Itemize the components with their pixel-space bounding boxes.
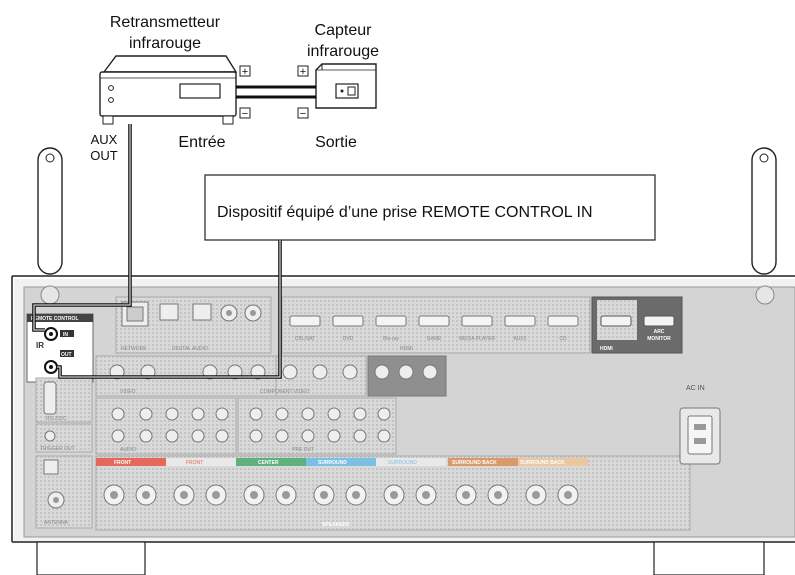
svg-text:REMOTE CONTROL: REMOTE CONTROL — [31, 316, 79, 322]
svg-text:SURROUND: SURROUND — [318, 460, 347, 466]
retransmitter-title-line2: infrarouge — [129, 35, 201, 52]
network-digital-audio-section: NETWORK DIGITAL AUDIO — [116, 297, 271, 353]
svg-text:ANTENNA: ANTENNA — [44, 520, 69, 526]
svg-text:IN: IN — [63, 332, 68, 338]
svg-text:IR: IR — [36, 341, 44, 350]
svg-text:FRONT: FRONT — [114, 460, 131, 466]
svg-text:HDMI: HDMI — [600, 346, 613, 352]
svg-text:GAME: GAME — [427, 336, 442, 342]
svg-text:AUX2: AUX2 — [513, 336, 526, 342]
svg-text:MEDIA PLAYER: MEDIA PLAYER — [459, 336, 496, 342]
svg-text:CBL/SAT: CBL/SAT — [295, 336, 315, 342]
sensor-title-line1: Capteur — [315, 22, 373, 39]
aux-out-label-2: OUT — [90, 148, 118, 163]
svg-text:AC IN: AC IN — [686, 385, 705, 392]
svg-text:SURROUND BACK: SURROUND BACK — [520, 460, 565, 466]
svg-text:DVD: DVD — [343, 336, 354, 342]
svg-text:TRIGGER OUT: TRIGGER OUT — [40, 446, 75, 452]
speakers-section: FRONT FRONT CENTER SURROUND SURROUND SUR… — [96, 456, 690, 530]
svg-text:CENTER: CENTER — [258, 460, 279, 466]
antenna-right — [752, 148, 776, 274]
audio-preout-section: AUDIO PRE OUT — [96, 398, 396, 454]
device-box-label: Dispositif équipé d’une prise REMOTE CON… — [217, 204, 593, 221]
svg-text:CD: CD — [559, 336, 567, 342]
svg-text:OUT: OUT — [61, 352, 72, 358]
svg-text:SURROUND BACK: SURROUND BACK — [452, 460, 497, 466]
svg-text:FRONT: FRONT — [186, 460, 203, 466]
hdmi-input-section: CBL/SAT DVD Blu-ray GAME MEDIA PLAYER AU… — [282, 297, 590, 353]
antenna-left — [38, 148, 62, 274]
aux-out-label-1: AUX — [91, 132, 118, 147]
svg-text:Blu-ray: Blu-ray — [383, 336, 399, 342]
svg-text:SPEAKERS: SPEAKERS — [322, 522, 350, 528]
svg-text:HDMI: HDMI — [400, 346, 413, 352]
input-label: Entrée — [178, 134, 225, 151]
svg-text:DIGITAL AUDIO: DIGITAL AUDIO — [172, 346, 208, 352]
svg-text:ARC: ARC — [654, 329, 665, 335]
terminal-markers: + − + − — [240, 66, 308, 120]
svg-text:PRE OUT: PRE OUT — [292, 447, 314, 453]
ir-link-wires — [236, 87, 316, 97]
sensor-title-line2: infrarouge — [307, 43, 379, 60]
ir-sensor — [316, 64, 376, 108]
svg-text:−: − — [300, 108, 306, 120]
hdmi-monitor-section: ARC MONITOR HDMI — [592, 297, 682, 353]
svg-text:−: − — [242, 108, 248, 120]
svg-text:+: + — [242, 66, 248, 78]
retransmitter-title-line1: Retransmetteur — [110, 14, 221, 31]
svg-text:VIDEO: VIDEO — [120, 389, 136, 395]
svg-text:+: + — [300, 66, 306, 78]
svg-text:RS-232C: RS-232C — [46, 416, 67, 422]
output-label: Sortie — [315, 134, 357, 151]
svg-text:NETWORK: NETWORK — [121, 346, 147, 352]
ir-retransmitter — [100, 56, 236, 124]
svg-text:SURROUND: SURROUND — [388, 460, 417, 466]
svg-text:AUDIO: AUDIO — [120, 447, 136, 453]
svg-text:MONITOR: MONITOR — [647, 336, 671, 342]
svg-text:COMPONENT VIDEO: COMPONENT VIDEO — [260, 389, 309, 395]
